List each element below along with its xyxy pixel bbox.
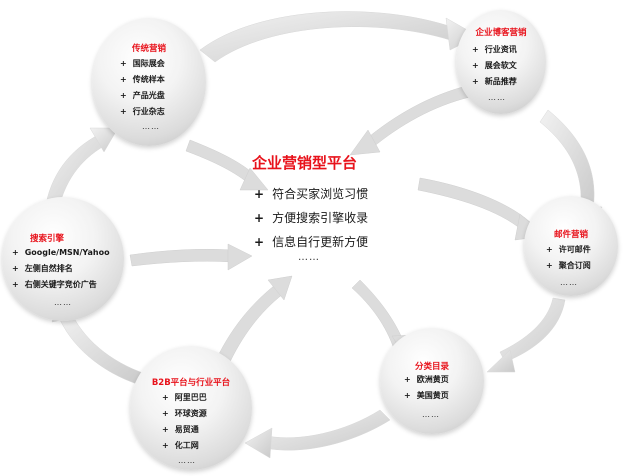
node-list: 欧洲黄页 美国黄页 <box>404 372 449 404</box>
node-b2b-platform: B2B平台与行业平台 阿里巴巴 环球资源 易贸通 化工网 …… <box>130 346 252 470</box>
inner-arrow-to-email <box>417 177 531 231</box>
node-more: …… <box>488 93 506 102</box>
arrow-right-lower <box>499 297 566 363</box>
list-item: 聚合订阅 <box>546 258 591 274</box>
node-more: …… <box>422 410 440 419</box>
list-item: 行业杂志 <box>120 104 165 120</box>
node-email-marketing: 邮件营销 许可邮件 聚合订阅 …… <box>524 196 618 296</box>
list-item: 阿里巴巴 <box>162 390 207 406</box>
center-list: 符合买家浏览习惯 方便搜索引擎收录 信息自行更新方便 <box>254 182 368 254</box>
node-more: …… <box>142 122 160 131</box>
node-traditional-marketing: 传统营销 国际展会 传统样本 产品光盘 行业杂志 …… <box>92 18 206 146</box>
list-item: Google/MSN/Yahoo <box>12 245 110 261</box>
arrow-bottom <box>264 409 391 451</box>
inner-arrow-from-search <box>129 248 233 267</box>
node-title: 邮件营销 <box>553 230 588 240</box>
node-more: …… <box>560 278 578 287</box>
node-title: 分类目录 <box>414 362 449 372</box>
node-title: 传统营销 <box>131 44 166 54</box>
node-search-engine: 搜索引擎 Google/MSN/Yahoo 左侧自然排名 右侧关键字竞价广告 …… <box>2 197 124 321</box>
node-list: 阿里巴巴 环球资源 易贸通 化工网 <box>162 390 207 454</box>
list-item: 易贸通 <box>162 422 207 438</box>
arrow-bottom-head <box>244 427 273 459</box>
list-item: 传统样本 <box>120 72 165 88</box>
center-platform: 企业营销型平台 符合买家浏览习惯 方便搜索引擎收录 信息自行更新方便 …… <box>232 150 422 270</box>
arrow-left-lower <box>57 309 147 386</box>
list-item: 许可邮件 <box>546 242 591 258</box>
list-item: 化工网 <box>162 438 207 454</box>
center-item: 信息自行更新方便 <box>254 230 368 254</box>
node-blog-marketing: 企业博客营销 行业资讯 展会软文 新品推荐 …… <box>456 10 546 114</box>
list-item: 国际展会 <box>120 56 165 72</box>
center-title: 企业营销型平台 <box>252 154 358 172</box>
center-item: 方便搜索引擎收录 <box>254 206 368 230</box>
node-list: 国际展会 传统样本 产品光盘 行业杂志 <box>120 56 165 120</box>
list-item: 新品推荐 <box>472 74 517 90</box>
node-title: B2B平台与行业平台 <box>151 378 231 388</box>
inner-arrow-from-blog-head <box>349 129 381 156</box>
inner-arrow-from-search-head <box>227 243 253 271</box>
list-item: 右侧关键字竞价广告 <box>12 277 110 293</box>
inner-arrow-from-blog <box>364 84 471 149</box>
list-item: 环球资源 <box>162 406 207 422</box>
node-title: 企业博客营销 <box>475 28 527 38</box>
node-directory: 分类目录 欧洲黄页 美国黄页 …… <box>380 328 484 434</box>
arrow-right-lower-head <box>486 349 516 373</box>
list-item: 左侧自然排名 <box>12 261 110 277</box>
list-item: 产品光盘 <box>120 88 165 104</box>
node-list: Google/MSN/Yahoo 左侧自然排名 右侧关键字竞价广告 <box>12 245 110 293</box>
arrow-left-upper-head <box>89 127 119 153</box>
inner-arrow-from-b2b <box>214 284 284 367</box>
node-more: …… <box>178 456 196 465</box>
center-item: 符合买家浏览习惯 <box>254 182 368 206</box>
node-list: 行业资讯 展会软文 新品推荐 <box>472 42 517 90</box>
list-item: 行业资讯 <box>472 42 517 58</box>
arrow-top <box>199 11 456 63</box>
center-more: …… <box>298 252 320 263</box>
node-list: 许可邮件 聚合订阅 <box>546 242 591 274</box>
list-item: 欧洲黄页 <box>404 372 449 388</box>
node-more: …… <box>54 298 72 307</box>
node-title: 搜索引擎 <box>30 234 65 244</box>
inner-arrow-from-b2b-head <box>267 275 293 301</box>
list-item: 展会软文 <box>472 58 517 74</box>
list-item: 美国黄页 <box>404 388 449 404</box>
